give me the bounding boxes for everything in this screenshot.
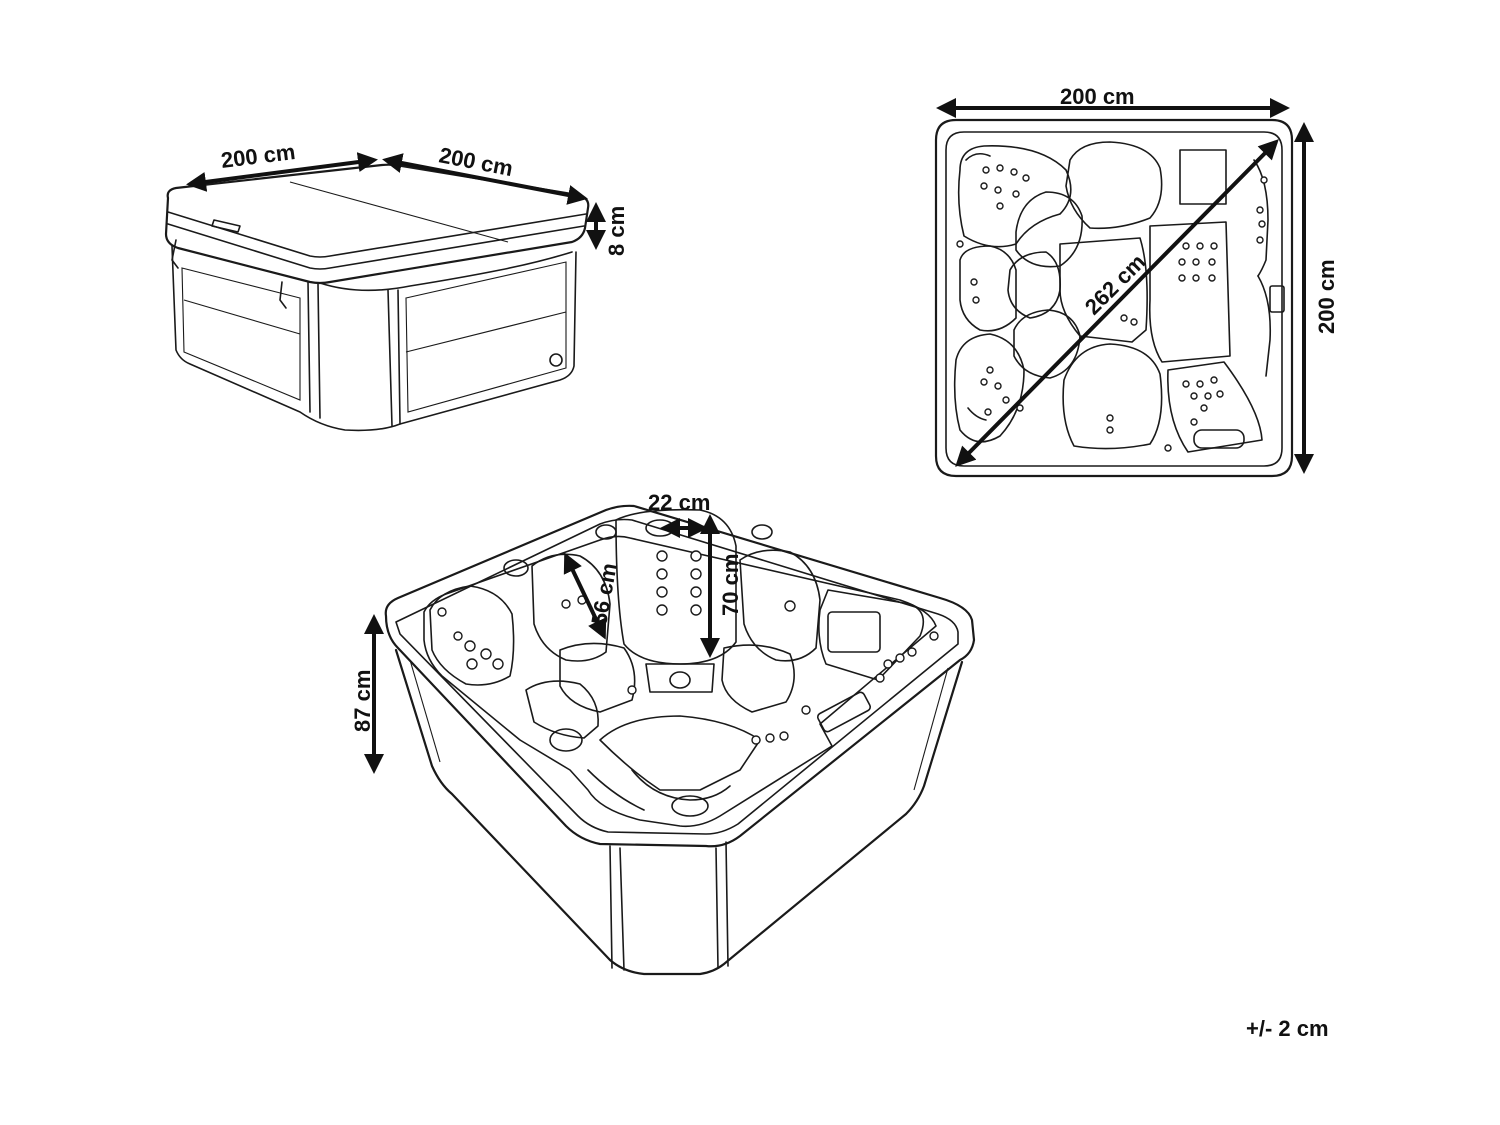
top-diagonal-label: 262 cm bbox=[1080, 249, 1150, 319]
cover-width-a-label: 200 cm bbox=[220, 139, 297, 173]
top-width-label: 200 cm bbox=[1060, 84, 1135, 109]
tolerance-note: +/- 2 cm bbox=[1246, 1016, 1329, 1041]
cover-drawing bbox=[164, 163, 590, 432]
top-diagonal-arrow bbox=[955, 139, 1279, 467]
cover-thickness-label: 8 cm bbox=[604, 206, 629, 256]
top-depth-label: 200 cm bbox=[1314, 259, 1339, 334]
backrest-height-label: 70 cm bbox=[718, 554, 743, 616]
perspective-drawing bbox=[384, 504, 976, 976]
cover-width-a-arrow bbox=[186, 152, 378, 192]
cover-width-b-arrow bbox=[382, 153, 588, 205]
height-label: 87 cm bbox=[350, 670, 375, 732]
seat-depth-label: 56 cm bbox=[586, 561, 621, 627]
seat-depth-arrow bbox=[563, 552, 607, 640]
headrest-width-label: 22 cm bbox=[648, 490, 710, 515]
